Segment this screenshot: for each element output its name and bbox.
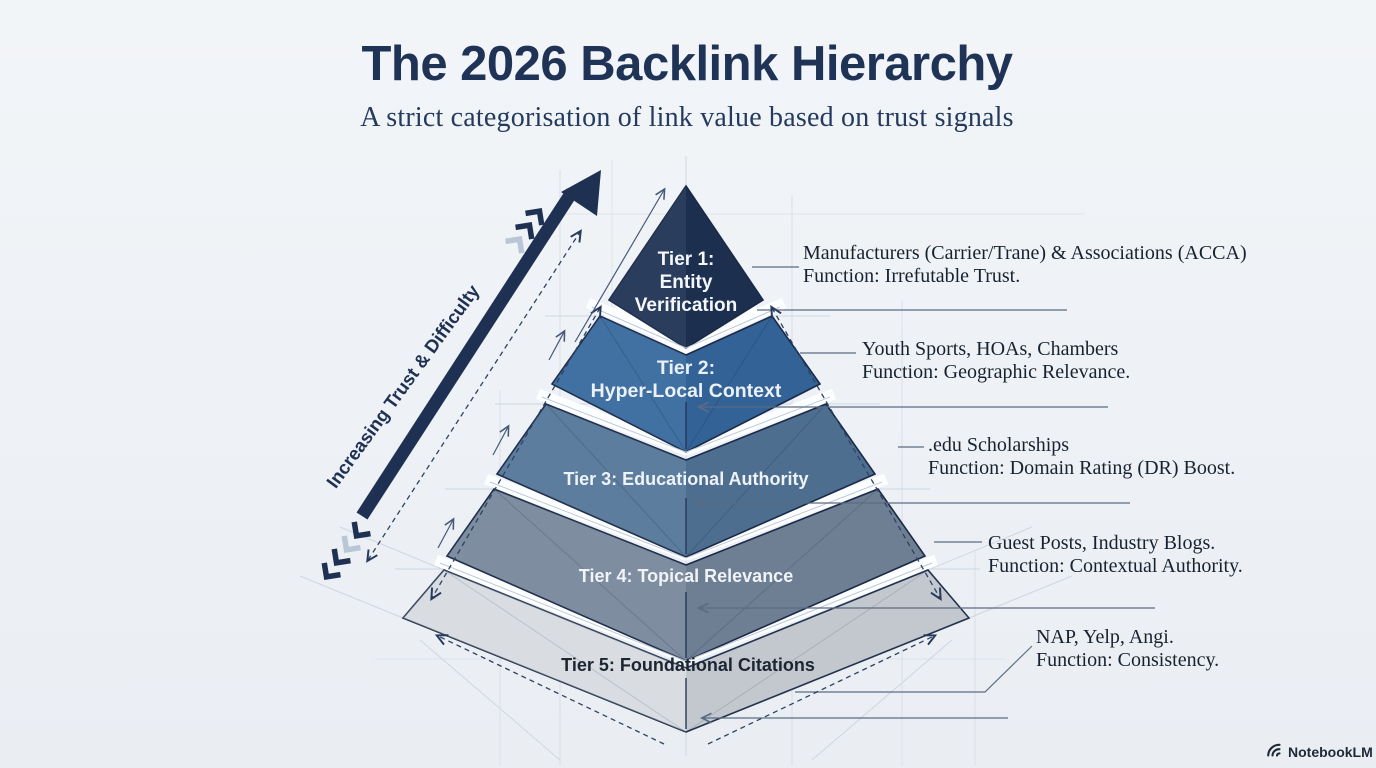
elbow-leader-tier-5: [795, 645, 1033, 693]
svg-text:Guest Posts, Industry Blogs.: Guest Posts, Industry Blogs.: [988, 532, 1215, 554]
tier-1-right-facet: [686, 186, 763, 348]
chevrons-top: [505, 207, 545, 254]
annotation-tier-5: NAP, Yelp, Angi. Function: Consistency.: [1036, 626, 1219, 671]
trust-arrow-shaft: [356, 188, 578, 520]
svg-text:Entity: Entity: [660, 272, 713, 293]
header: The 2026 Backlink Hierarchy A strict cat…: [360, 37, 1014, 133]
svg-text:.edu Scholarships: .edu Scholarships: [928, 434, 1069, 456]
svg-text:Function: Consistency.: Function: Consistency.: [1036, 649, 1219, 671]
tier-5-label: Tier 5: Foundational Citations: [561, 655, 815, 675]
svg-text:Function: Domain Rating (DR) B: Function: Domain Rating (DR) Boost.: [928, 457, 1235, 479]
tier-labels: Tier 1: Entity Verification Tier 2: Hype…: [561, 249, 815, 675]
page-title: The 2026 Backlink Hierarchy: [361, 37, 1012, 91]
notebooklm-icon: [1267, 743, 1281, 757]
svg-text:NAP, Yelp, Angi.: NAP, Yelp, Angi.: [1036, 626, 1174, 648]
svg-text:Tier 1:: Tier 1:: [658, 249, 715, 270]
annotation-tier-3: .edu Scholarships Function: Domain Ratin…: [928, 434, 1235, 479]
tier-1-label: Tier 1: Entity Verification: [635, 249, 737, 316]
tier-3-label: Tier 3: Educational Authority: [563, 469, 808, 489]
svg-text:Function: Geographic Relevance: Function: Geographic Relevance.: [862, 361, 1130, 383]
small-arrow-2: [492, 424, 510, 456]
tier-4-label: Tier 4: Topical Relevance: [579, 566, 793, 586]
svg-text:Hyper-Local Context: Hyper-Local Context: [591, 380, 782, 402]
svg-text:Tier 2:: Tier 2:: [657, 357, 715, 379]
svg-text:Verification: Verification: [635, 295, 737, 316]
tier-1-band: [607, 184, 765, 349]
tier-5-right-facet: [686, 570, 969, 732]
trust-arrow-head: [561, 170, 601, 216]
annotations: Manufacturers (Carrier/Trane) & Associat…: [803, 242, 1247, 671]
dashed-bottom-left: [434, 634, 665, 745]
chevrons-bottom: [321, 521, 371, 581]
notebooklm-label: NotebookLM: [1288, 744, 1373, 760]
thin-construction-arrows: [437, 187, 666, 549]
annotation-tier-4: Guest Posts, Industry Blogs. Function: C…: [988, 532, 1243, 577]
svg-text:Manufacturers (Carrier/Trane): Manufacturers (Carrier/Trane) & Associat…: [803, 242, 1247, 264]
page-subtitle: A strict categorisation of link value ba…: [360, 102, 1014, 133]
tier-1-left-facet: [609, 186, 686, 348]
small-arrow-1: [548, 329, 566, 361]
svg-text:Youth Sports, HOAs, Chambers: Youth Sports, HOAs, Chambers: [862, 338, 1119, 360]
annotation-tier-1: Manufacturers (Carrier/Trane) & Associat…: [803, 242, 1247, 287]
small-arrow-3: [437, 517, 455, 549]
dashed-trust-axis: [366, 229, 582, 563]
annotation-tier-2: Youth Sports, HOAs, Chambers Function: G…: [862, 338, 1130, 383]
tier-5-left-facet: [403, 570, 686, 732]
apex-guide-arrow: [574, 187, 666, 343]
dashed-flank-arrows: [366, 229, 942, 745]
tier-2-label: Tier 2: Hyper-Local Context: [591, 357, 782, 402]
svg-text:Function: Contextual Authority: Function: Contextual Authority.: [988, 555, 1243, 577]
svg-text:Function: Irrefutable Trust.: Function: Irrefutable Trust.: [803, 265, 1020, 287]
dashed-right-flank: [770, 304, 942, 602]
dashed-bottom-right: [707, 634, 938, 745]
footer-branding: NotebookLM: [1267, 743, 1373, 760]
